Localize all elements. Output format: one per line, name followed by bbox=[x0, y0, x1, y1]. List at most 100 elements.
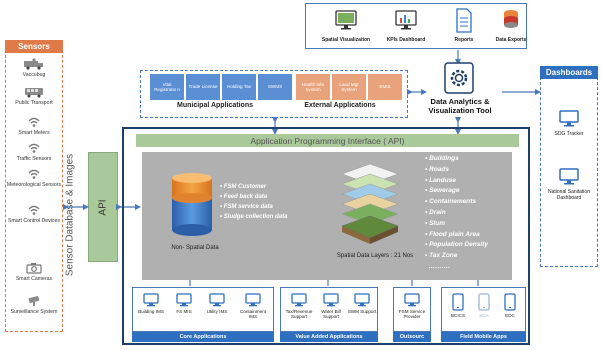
monitor-icon bbox=[323, 293, 339, 307]
list-item: • Population Density bbox=[425, 241, 488, 249]
spatial-label: Spatial Data Layers : 21 Nos bbox=[336, 253, 414, 259]
field-item-bcics: BCICS bbox=[444, 293, 472, 318]
app-vital-registration: Vital Registratio n bbox=[150, 74, 184, 100]
wifi-icon bbox=[28, 169, 40, 179]
dashboard-national-sanitation: National Sanitation Dashboard bbox=[548, 189, 590, 201]
sensor-vaccubug: Vaccubug bbox=[5, 58, 63, 78]
sensor-label: Smart Meters bbox=[18, 130, 50, 136]
monitor-icon bbox=[559, 168, 579, 185]
spatial-layers-icon bbox=[341, 163, 399, 244]
monitor-icon bbox=[143, 293, 159, 307]
map-icon bbox=[335, 10, 357, 30]
sensor-public-transport: Public Transport bbox=[5, 86, 63, 106]
output-spatial-visualization: Spatial Visualization bbox=[321, 37, 371, 43]
list-item: • FSM Customer bbox=[220, 184, 267, 190]
dashboards-header: Dashboards bbox=[540, 66, 598, 79]
outsource-group bbox=[393, 287, 431, 332]
field-apps-group bbox=[441, 287, 526, 332]
camera-icon bbox=[26, 263, 42, 274]
list-item: • Roads bbox=[425, 165, 449, 173]
core-item-fs-mis: FS MIS bbox=[170, 293, 198, 314]
reports-icon bbox=[456, 8, 472, 33]
data-exports-icon bbox=[504, 10, 518, 28]
mobile-phone-icon bbox=[504, 293, 516, 311]
core-item-containment-ims: Containment IMS bbox=[236, 293, 270, 319]
sensor-label: Traffic Sensors bbox=[16, 156, 52, 162]
monitor-icon bbox=[291, 293, 307, 307]
app-emis: EMIS bbox=[368, 74, 402, 100]
list-item: • Tax Zone bbox=[425, 252, 458, 260]
app-swms: SWMS bbox=[258, 74, 292, 100]
app-health-info: Health Info System bbox=[296, 74, 330, 100]
list-item: • Sludge collection data bbox=[220, 214, 288, 220]
sensor-label: Public Transport bbox=[15, 100, 53, 106]
outsource-item-fsm-provider: FSM Service Provider bbox=[394, 293, 430, 319]
list-item: • Drain bbox=[425, 208, 446, 216]
field-item-sca: SCA bbox=[470, 293, 498, 318]
monitor-icon bbox=[354, 293, 370, 307]
core-item-utility-ims: Utility IMS bbox=[203, 293, 231, 314]
output-data-exports: Data Exports bbox=[495, 37, 527, 43]
app-holding-tax: Holding Tax bbox=[222, 74, 256, 100]
sensor-label: Vaccubug bbox=[22, 72, 46, 78]
outputs-panel bbox=[305, 3, 527, 49]
value-item-tax-revenue: Tax/Revenue Support bbox=[283, 293, 315, 319]
cctv-icon bbox=[28, 296, 40, 306]
sensor-surveillance: Surveillance System bbox=[5, 295, 63, 315]
app-trade-license: Trade License bbox=[186, 74, 220, 100]
field-item-edc: EDC bbox=[496, 293, 524, 318]
list-item: • Flood plain Area bbox=[425, 230, 480, 238]
spatial-list: • Buildings • Roads • Landuse • Sewerage… bbox=[425, 154, 488, 273]
list-item: • Buildings bbox=[425, 155, 459, 162]
value-item-swm: SWM Support bbox=[347, 293, 377, 314]
list-item: ………. bbox=[428, 262, 450, 270]
sensors-header: Sensors bbox=[5, 40, 63, 53]
mobile-phone-icon bbox=[478, 293, 490, 311]
applications-panel bbox=[140, 70, 408, 118]
analytics-title: Data Analytics & Visualization Tool bbox=[428, 97, 492, 115]
sensor-label: Surveillance System bbox=[10, 309, 58, 315]
external-apps-label: External Applications bbox=[304, 102, 376, 109]
sensor-traffic: Traffic Sensors bbox=[5, 142, 63, 162]
municipal-apps-label: Municipal Applications bbox=[177, 102, 253, 109]
value-added-group bbox=[280, 287, 378, 332]
vaccubug-truck-icon bbox=[24, 58, 43, 70]
api-bar: Application Programming Interface ( API) bbox=[136, 134, 519, 147]
field-apps-label: Field Mobile Apps bbox=[441, 332, 526, 342]
list-item: • Containements bbox=[425, 198, 477, 206]
list-item: • Slum bbox=[425, 219, 445, 227]
sensor-label: Smart Control Devices bbox=[8, 218, 60, 224]
analytics-gear-icon bbox=[444, 62, 474, 94]
value-added-label: Value Added Applications bbox=[280, 332, 378, 342]
wifi-icon bbox=[28, 143, 40, 153]
non-spatial-list: • FSM Customer • Feed back data • FSM se… bbox=[220, 182, 287, 222]
dashboard-sdg-tracker: SDG Tracker bbox=[554, 131, 584, 137]
non-spatial-label: Non- Spatial Data bbox=[171, 245, 219, 251]
list-item: • Sewerage bbox=[425, 187, 460, 195]
wifi-icon bbox=[28, 205, 40, 215]
core-apps-label: Core Applications bbox=[132, 332, 274, 342]
value-item-water-bill: Water Bill Support bbox=[315, 293, 347, 319]
monitor-icon bbox=[209, 293, 225, 307]
mobile-phone-icon bbox=[452, 293, 464, 311]
app-land-mgt: Land Mgt System bbox=[332, 74, 366, 100]
monitor-icon bbox=[245, 293, 261, 307]
sensor-smart-control: Smart Control Devices bbox=[5, 204, 63, 224]
main-system-panel bbox=[122, 127, 530, 345]
core-apps-group bbox=[132, 287, 274, 332]
outsource-label: Outsourc bbox=[393, 332, 431, 342]
sensor-label: Meteorological Sensors bbox=[6, 182, 62, 188]
database-icon bbox=[172, 173, 212, 236]
bus-icon bbox=[25, 88, 43, 98]
sensor-label: Smart Cameras bbox=[15, 276, 53, 282]
monitor-icon bbox=[559, 110, 579, 127]
kpi-dashboard-icon bbox=[395, 10, 417, 30]
monitor-icon bbox=[404, 293, 420, 307]
list-item: • Feed back data bbox=[220, 194, 268, 200]
sensor-meteorological: Meteorological Sensors bbox=[5, 168, 63, 188]
wifi-icon bbox=[28, 117, 40, 127]
list-item: • Landuse bbox=[425, 176, 456, 184]
output-kpis-dashboard: KPIs Dashboard bbox=[386, 37, 426, 43]
core-item-building-ims: Building IMS bbox=[137, 293, 165, 314]
